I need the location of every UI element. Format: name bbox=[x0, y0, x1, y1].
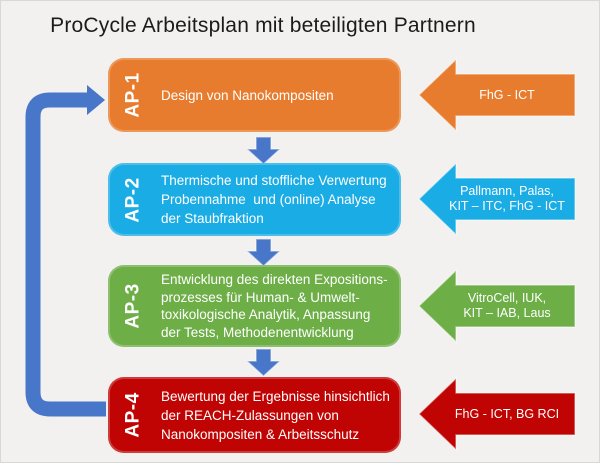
description-line: der REACH-Zulassungen von bbox=[161, 407, 339, 423]
left-arrow-shape bbox=[418, 58, 576, 132]
ap-1-label: AP-1 bbox=[114, 58, 154, 132]
partner-line: FhG - ICT bbox=[479, 87, 535, 102]
description-line: Probennahme und (online) Analyse bbox=[161, 192, 376, 207]
ap-4-description: Bewertung der Ergebnisse hinsichtlich de… bbox=[108, 387, 396, 444]
flow-down-arrow-icon bbox=[247, 239, 280, 266]
description-line: Thermische und stoffliche Verwertung bbox=[161, 173, 387, 188]
work-package-box-ap-4: AP-4 Bewertung der Ergebnisse hinsichtli… bbox=[108, 377, 401, 453]
left-arrow-shape bbox=[418, 377, 576, 451]
ap-2-label: AP-2 bbox=[114, 163, 154, 236]
partner-line: KIT – ITC, FhG - ICT bbox=[449, 199, 565, 213]
description-line: Nanokompositen & Arbeitsschutz bbox=[161, 426, 360, 442]
partner-labels-ap-1: FhG - ICT bbox=[438, 58, 576, 132]
partner-arrow-ap-1: FhG - ICT bbox=[418, 58, 576, 132]
partner-labels-ap-3: VitroCell, IUK, KIT – IAB, Laus bbox=[438, 269, 576, 343]
partner-line: VitroCell, IUK, bbox=[467, 291, 547, 305]
ap-1-description: Design von Nanokompositen bbox=[108, 86, 340, 105]
ap-2-description: Thermische und stoffliche Verwertung Pro… bbox=[108, 171, 393, 228]
flow-down-arrow-shape bbox=[247, 239, 280, 266]
partner-line: FhG - ICT, BG RCI bbox=[454, 406, 560, 421]
flow-down-arrow-icon bbox=[247, 349, 280, 376]
ap-4-label-text: AP-4 bbox=[123, 392, 145, 438]
work-package-box-ap-2: AP-2 Thermische und stoffliche Verwertun… bbox=[108, 163, 401, 236]
description-line: Design von Nanokompositen bbox=[161, 87, 334, 103]
ap-2-label-text: AP-2 bbox=[123, 176, 145, 223]
work-package-box-ap-1: AP-1 Design von Nanokompositen bbox=[108, 58, 401, 132]
left-arrow-icon bbox=[418, 377, 576, 451]
partner-line: KIT – IAB, Laus bbox=[463, 306, 551, 320]
work-package-box-ap-3: AP-3 Entwicklung des direkten Exposition… bbox=[108, 265, 401, 347]
description-line: toxikologische Analytik, Anpassung bbox=[161, 307, 371, 322]
feedback-loop-arrowhead bbox=[87, 85, 105, 115]
ap-3-label-text: AP-3 bbox=[123, 283, 145, 329]
flow-down-arrow-shape bbox=[247, 137, 280, 164]
partner-labels-ap-2: Pallmann, Palas, KIT – ITC, FhG - ICT bbox=[438, 162, 576, 236]
feedback-loop-arrow-icon bbox=[25, 85, 106, 417]
flow-down-arrow-shape bbox=[247, 349, 280, 376]
description-line: prozesses für Human- & Umwelt- bbox=[161, 289, 360, 305]
ap-3-description: Entwicklung des direkten Expositions- pr… bbox=[108, 271, 394, 341]
feedback-loop-path bbox=[25, 92, 106, 417]
left-arrow-shape bbox=[418, 269, 576, 343]
slide-title: ProCycle Arbeitsplan mit beteiligten Par… bbox=[50, 14, 476, 37]
left-arrow-icon bbox=[418, 269, 576, 343]
left-arrow-shape bbox=[418, 162, 576, 236]
ap-3-label: AP-3 bbox=[114, 265, 154, 347]
flow-down-arrow-icon bbox=[247, 137, 280, 164]
description-line: der Staubfraktion bbox=[161, 211, 264, 226]
partner-arrow-ap-4: FhG - ICT, BG RCI bbox=[418, 377, 576, 451]
ap-1-label-text: AP-1 bbox=[123, 72, 145, 118]
description-line: Bewertung der Ergebnisse hinsichtlich bbox=[161, 388, 390, 404]
partner-line: Pallmann, Palas, bbox=[460, 184, 554, 198]
partner-arrow-ap-3: VitroCell, IUK, KIT – IAB, Laus bbox=[418, 269, 576, 343]
partner-labels-ap-4: FhG - ICT, BG RCI bbox=[438, 377, 576, 451]
description-line: Entwicklung des direkten Expositions- bbox=[161, 272, 388, 287]
ap-4-label: AP-4 bbox=[114, 377, 154, 453]
left-arrow-icon bbox=[418, 58, 576, 132]
left-arrow-icon bbox=[418, 162, 576, 236]
description-line: der Tests, Methodenentwicklung bbox=[161, 324, 354, 340]
partner-arrow-ap-2: Pallmann, Palas, KIT – ITC, FhG - ICT bbox=[418, 162, 576, 236]
